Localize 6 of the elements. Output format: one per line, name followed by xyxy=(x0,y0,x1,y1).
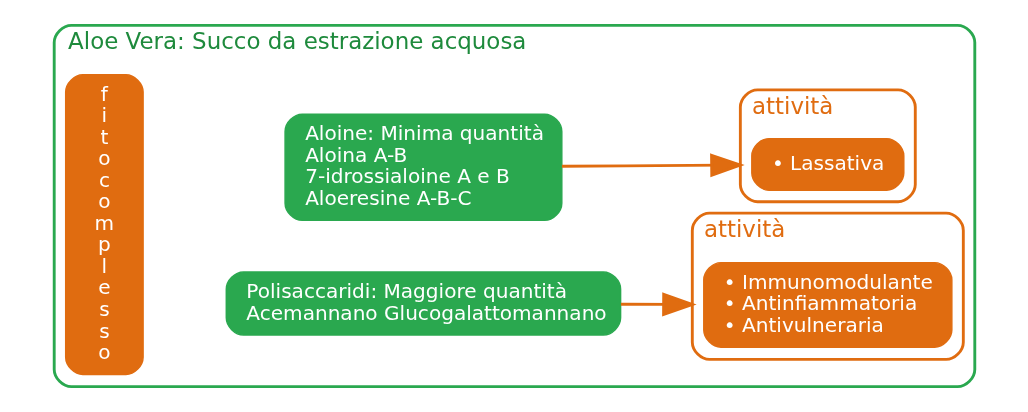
node-box: • Lassativa xyxy=(750,137,905,191)
node-box: fitocomplesso xyxy=(64,74,144,376)
arrow xyxy=(561,153,745,178)
node-box: • Immunomodulante • Antinfiammatoria • Antivulneraria xyxy=(702,261,953,348)
node-box: Polisaccaridi: Maggiore quantità Acemannano Glucogalattomannano xyxy=(225,271,621,336)
node-box: Aloine: Minima quantità Aloina A-B 7-idrossialoine A e B Aloeresine A-B-C xyxy=(283,113,563,222)
